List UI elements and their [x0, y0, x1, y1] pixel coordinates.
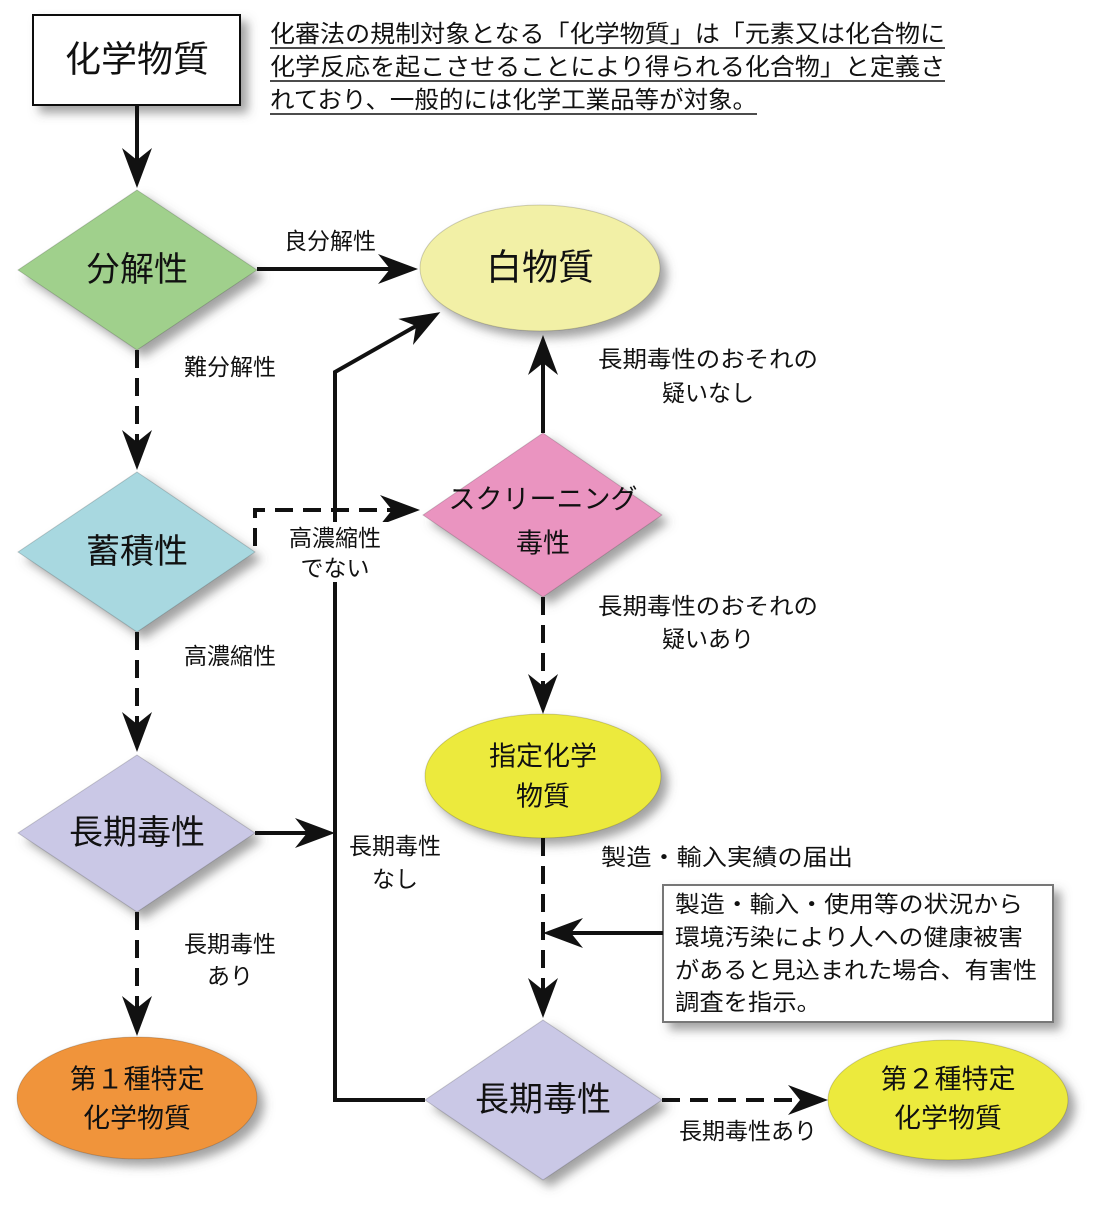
node-long-term-toxicity-bottom: 長期毒性: [424, 1019, 663, 1181]
definition-line-2: 化学反応を起こさせることにより得られる化合物」と定義さ: [270, 53, 945, 81]
designated-substance-label-1: 指定化学: [489, 742, 597, 773]
label-not-highly-accumulative-1: 高濃縮性: [289, 526, 381, 552]
definition-note: 化審法の規制対象となる「化学物質」は「元素又は化合物に 化学反応を起こさせること…: [270, 20, 945, 115]
instruction-note: 製造・輸入・使用等の状況から 環境汚染により人への健康被害 があると見込まれた場…: [662, 884, 1054, 1023]
long-term-toxicity-bottom-label: 長期毒性: [475, 1080, 611, 1120]
long-term-toxicity-bottom-diamond: [424, 1019, 663, 1181]
definition-line-1: 化審法の規制対象となる「化学物質」は「元素又は化合物に: [270, 20, 945, 48]
instruction-note-line-1: 製造・輸入・使用等の状況から: [675, 892, 1023, 918]
white-substance-label: 白物質: [486, 248, 594, 289]
node-class2-specified: 第２種特定 化学物質: [827, 1039, 1069, 1161]
instruction-note-line-3: があると見込まれた場合、有害性: [675, 958, 1037, 984]
label-highly-accumulative: 高濃縮性: [184, 644, 276, 670]
screening-toxicity-label-1: スクリーニング: [449, 485, 638, 516]
node-white-substance: 白物質: [419, 204, 661, 332]
label-no-long-term-toxicity-2: なし: [372, 867, 418, 893]
definition-line-3: れており、一般的には化学工業品等が対象。: [270, 86, 757, 114]
label-long-term-toxic-left-1: 長期毒性: [184, 932, 276, 958]
class2-specified-label-2: 化学物質: [894, 1104, 1002, 1135]
instruction-note-line-2: 環境汚染により人への健康被害: [675, 925, 1023, 951]
label-suspected-toxicity-2: 疑いあり: [662, 627, 754, 653]
label-long-term-toxic-bottom: 長期毒性あり: [679, 1119, 817, 1145]
label-long-term-toxic-left-2: あり: [207, 964, 253, 990]
instruction-note-line-4: 調査を指示。: [675, 990, 821, 1016]
node-designated-substance: 指定化学 物質: [424, 713, 662, 839]
screening-toxicity-label-2: 毒性: [516, 529, 570, 560]
class2-specified-label-1: 第２種特定: [881, 1065, 1016, 1096]
start-node-label: 化学物質: [65, 40, 209, 81]
designated-substance-label-2: 物質: [516, 782, 570, 813]
start-node-box: [32, 14, 241, 106]
class2-specified-ellipse: [827, 1039, 1069, 1161]
arrow-bioaccumulation-to-screening: [253, 495, 420, 546]
label-suspected-toxicity-1: 長期毒性のおそれの: [598, 594, 818, 620]
start-node: 化学物質: [32, 14, 241, 106]
label-production-import-report: 製造・輸入実績の届出: [601, 845, 853, 871]
label-no-long-term-toxicity-1: 長期毒性: [349, 834, 441, 860]
degradability-label: 分解性: [86, 250, 188, 290]
node-degradability: 分解性: [17, 189, 258, 351]
label-no-suspected-toxicity-1: 長期毒性のおそれの: [598, 347, 818, 373]
class1-specified-ellipse: [16, 1036, 258, 1160]
arrow-long-term-bottom-to-white-substance: [333, 312, 441, 1102]
long-term-toxicity-left-label: 長期毒性: [69, 813, 205, 853]
node-bioaccumulation: 蓄積性: [17, 471, 256, 633]
white-substance-ellipse: [419, 204, 661, 332]
class1-specified-label-2: 化学物質: [83, 1104, 191, 1135]
node-class1-specified: 第１種特定 化学物質: [16, 1036, 258, 1160]
edge-labels: 良分解性 難分解性 高濃縮性 長期毒性 あり 高濃縮性 でない 長期毒性 なし …: [184, 229, 853, 1145]
node-screening-toxicity: スクリーニング 毒性: [422, 432, 663, 598]
instruction-note-box: [662, 884, 1054, 1023]
label-hardly-degradable: 難分解性: [184, 355, 276, 381]
bioaccumulation-label: 蓄積性: [86, 532, 188, 572]
designated-substance-ellipse: [424, 713, 662, 839]
label-not-highly-accumulative-2: でない: [301, 556, 370, 582]
label-no-suspected-toxicity-2: 疑いなし: [662, 381, 754, 407]
class1-specified-label-1: 第１種特定: [70, 1065, 205, 1096]
node-long-term-toxicity-left: 長期毒性: [17, 754, 256, 913]
edges: [122, 105, 828, 1115]
label-backdrop: [281, 522, 389, 582]
label-readily-degradable: 良分解性: [284, 229, 376, 255]
